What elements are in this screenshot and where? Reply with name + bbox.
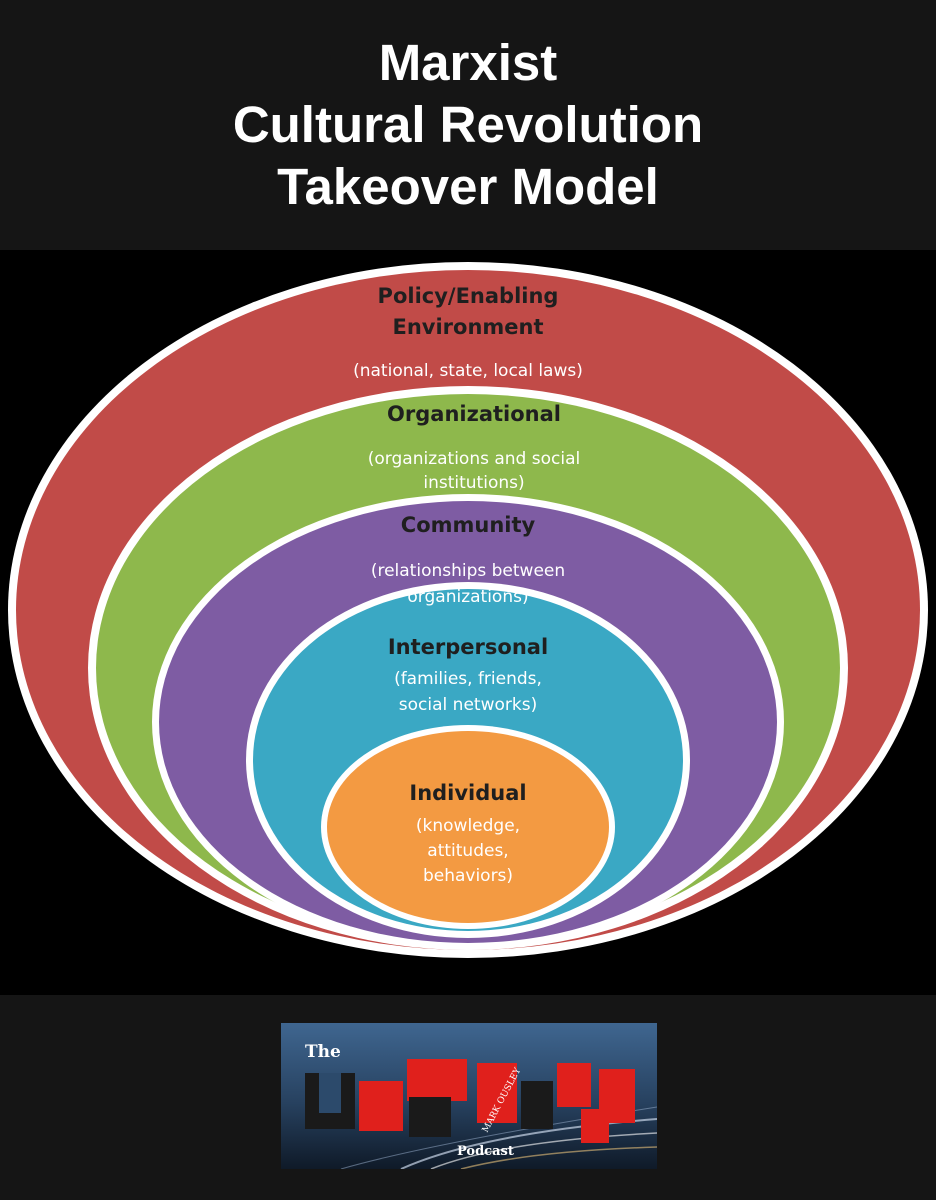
light-streak-3 — [460, 1146, 657, 1169]
interpersonal-heading: Interpersonal — [388, 635, 548, 659]
individual-sub-1: (knowledge, — [416, 816, 520, 836]
letter-o-block — [409, 1097, 451, 1137]
organizational-heading: Organizational — [387, 402, 561, 426]
title-line-2: Cultural Revolution — [232, 96, 704, 153]
individual-heading: Individual — [409, 781, 526, 805]
title-block: Marxist Cultural Revolution Takeover Mod… — [0, 0, 936, 250]
light-streak-2 — [430, 1132, 657, 1169]
letter-a-block — [521, 1081, 553, 1129]
letter-k-block — [477, 1063, 517, 1123]
interpersonal-sub-1: (families, friends, — [394, 669, 542, 689]
policy-heading-1: Policy/Enabling — [378, 284, 559, 308]
individual-sub-2: attitudes, — [427, 841, 508, 861]
organizational-sub-1: (organizations and social — [368, 449, 580, 469]
title-line-1: Marxist — [378, 34, 558, 91]
policy-sub-1: (national, state, local laws) — [353, 361, 583, 381]
diagram-panel: Policy/Enabling Environment (national, s… — [0, 250, 936, 995]
policy-heading-2: Environment — [392, 315, 543, 339]
community-heading: Community — [401, 513, 536, 537]
letter-u-gap — [319, 1073, 341, 1113]
nested-ellipse-diagram: Policy/Enabling Environment (national, s… — [8, 262, 928, 958]
letter-e-block — [599, 1069, 635, 1123]
individual-sub-3: behaviors) — [423, 866, 513, 886]
letter-b-block — [557, 1063, 591, 1107]
interpersonal-sub-2: social networks) — [399, 695, 537, 715]
letter-w-block — [407, 1059, 467, 1101]
letter-n-block — [359, 1081, 403, 1131]
podcast-logo: The MARK OUSLEY Podcast — [281, 1023, 657, 1169]
community-sub-1: (relationships between — [371, 561, 565, 581]
logo-podcast: Podcast — [457, 1144, 514, 1159]
organizational-sub-2: institutions) — [423, 473, 524, 493]
podcast-logo-artwork: The MARK OUSLEY Podcast — [281, 1023, 657, 1169]
ring-individual-fill — [327, 731, 609, 923]
title-line-3: Takeover Model — [277, 158, 659, 215]
community-sub-2: organizations) — [407, 587, 528, 607]
logo-the: The — [305, 1042, 341, 1062]
